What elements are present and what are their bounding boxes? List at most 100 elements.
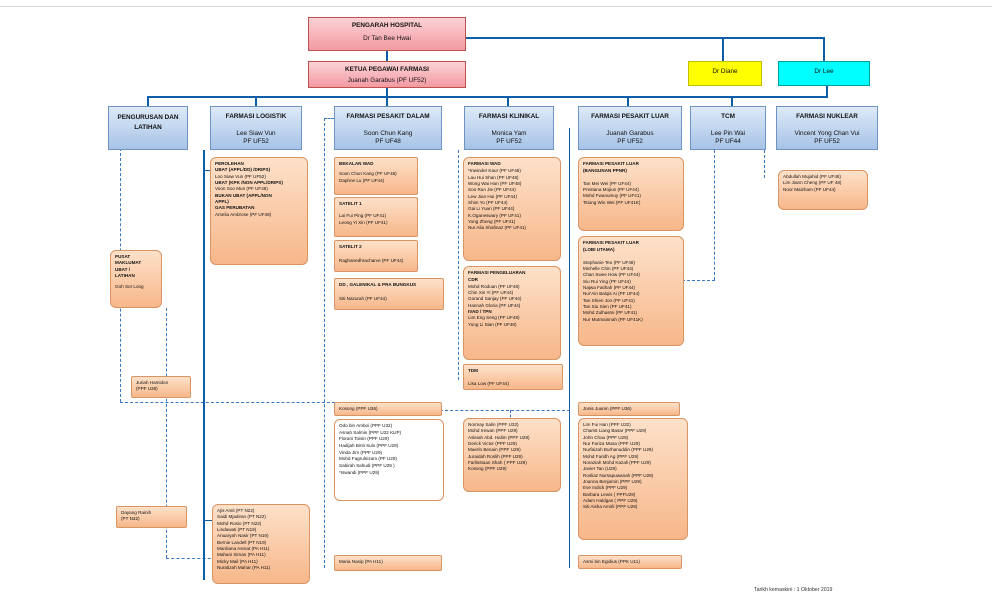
staff-entry: Joanna Benjamin (PPF U29) — [583, 478, 642, 484]
tdm-box: TDM Lisa Low (PF UF44) — [463, 364, 563, 390]
pusat-name: Goh Sor Long — [115, 284, 144, 290]
logistik-line: Loo Siaw Vun (PF UF52) — [215, 173, 266, 179]
dd-galenikal-title: DD , GALENIKAL & PRA BUNGKUS — [339, 282, 417, 287]
staff-entry: Anuaryah Nasir (PT N19) — [217, 533, 269, 539]
dashed-line — [458, 150, 459, 380]
dr-lee-box: Dr Lee — [778, 61, 870, 86]
staff-entry: Mardiana Asmat (PA H11) — [217, 545, 270, 551]
satelit2-line: Raghanedhracharve (PF UF44) — [339, 258, 404, 264]
staff-entry: Ajis Amit (PT N22) — [217, 508, 255, 513]
kosong-dalam-box: Kosong (PPF U36) — [334, 402, 442, 416]
tdm-title: TDM — [468, 368, 478, 373]
satelit1-line: Leong Yi Xin (PF UF41) — [339, 219, 388, 225]
connector-line — [255, 96, 257, 106]
dr-diane-box: Dr Diane — [688, 61, 762, 86]
staff-entry: Yong Zheng (PF UF41) — [468, 218, 516, 224]
farmasi-wad-title: FARMASI WAD — [468, 161, 501, 166]
pengarah-box: PENGARAH HOSPITAL Dr Tan Bee Hwai — [308, 17, 466, 51]
luar-head-name: Juanah Garabus — [606, 130, 654, 137]
staff-entry: Rosliaz Nursapuwanah (PPF U29) — [583, 472, 654, 478]
pengarah-title: PENGARAH HOSPITAL — [351, 22, 423, 29]
bekalan-wad-line: Soon Chun Kang (PF UF48) — [339, 171, 397, 177]
staff-entry: Chan Swee How (PF UF44) — [583, 272, 640, 278]
dr-lee-label: Dr Lee — [814, 68, 834, 75]
maria-box: Maria Nasip (PA H11) — [334, 555, 442, 571]
staff-entry: Siu Rui Ying (PF UF44) — [583, 278, 631, 284]
bangunan-title: FARMASI PESAKIT LUAR — [583, 161, 639, 166]
luar-head-grade: PF UF52 — [617, 138, 643, 145]
staff-entry: Nur Mutmainnah (PF UF41K) — [583, 316, 643, 322]
staff-entry: Nuratizah Mahar (PA H11) — [217, 564, 271, 570]
dr-diane-label: Dr Diane — [712, 68, 738, 75]
staff-entry: Sabirah Sahudi (PPF U29 ) — [339, 462, 395, 468]
connector-line — [386, 37, 824, 39]
staff-entry: Tan Siu Sien (PF UF41) — [583, 303, 632, 309]
staff-entry: Mohd Faridh Ag (PPF U29) — [583, 453, 639, 459]
connector-line — [147, 96, 149, 106]
staff-entry: Abdullah Mujahid (PF UF48) — [783, 174, 841, 179]
dalam-staff-box: Odo bin Amboi (PPF U32)Asnah Salmin (PPF… — [334, 419, 444, 501]
staff-entry: Tsiong Win Wei (PF UF41K) — [583, 199, 641, 205]
dashed-line — [510, 410, 511, 422]
logistik-head-grade: PF UF52 — [243, 138, 269, 145]
bekalan-wad-title: BEKALAN WAD — [339, 161, 374, 166]
klinikal-title: FARMASI KLINIKAL — [478, 113, 540, 120]
klinikal-head-name: Monica Yam — [491, 130, 527, 137]
staff-entry: Wong Wai Han (PF UF48) — [468, 180, 522, 186]
connector-line — [386, 51, 388, 61]
dashed-line — [682, 280, 715, 281]
nuklear-title: FARMASI NUKLEAR — [796, 113, 858, 120]
pusat-line: LATIHAN — [115, 272, 135, 278]
dd-galenikal-box: DD , GALENIKAL & PRA BUNGKUS Siti Nazura… — [334, 278, 444, 310]
jonis-label: Jonis Juanin (PPF U36) — [583, 406, 632, 411]
staff-entry: Mohd Fagrulnizam (PF U29) — [339, 456, 397, 462]
luar-staff-box: Lim Fui Han (PPF U32)Charist Liang Basar… — [578, 418, 688, 540]
staff-entry: Chin Xin Yi (PF UF44) — [468, 289, 514, 295]
tcm-title: TCM — [721, 113, 735, 120]
logistik-line: Amelia Ambrose (PF UF48) — [215, 211, 272, 217]
logistik-line: GAS PERUBATAN — [215, 205, 255, 211]
dd-galenikal-line: Siti Nazurah (PF UF44) — [339, 296, 387, 302]
logistik-head-name: Lee Siaw Vun — [236, 130, 276, 137]
staff-entry: Tan Shien Joo (PF UF41) — [583, 297, 635, 303]
staff-entry: Adam Haldgas ( PPF U29) — [583, 497, 638, 503]
staff-entry: K.Oganeswary (PF UF41) — [468, 212, 521, 218]
logistik-line: APPL) — [215, 198, 229, 204]
ketua-name: Juanah Garabus (PF UF52) — [347, 77, 427, 84]
staff-entry: Saidi Mjadiran (PT N22) — [217, 514, 266, 520]
staff-entry: Asnah Salmin (PPF U32 KUP) — [339, 429, 402, 435]
staff-entry: Siti Aisha Amirli (PPF U29) — [583, 504, 638, 510]
staff-entry: Mohd Zulhasmi (PF UF41) — [583, 310, 638, 316]
ketua-title: KETUA PEGAWAI FARMASI — [345, 66, 429, 73]
staff-entry: Hadijah Binti Sulo (PPF U29) — [339, 442, 399, 448]
logistik-line: PEROLEHAN — [215, 161, 244, 166]
connector-line — [203, 520, 213, 521]
satelit1-title: SATELIT 1 — [339, 201, 362, 206]
staff-entry: Mohd Roduan (PF UF48) — [468, 283, 520, 289]
staff-entry: Hannah Gloria (PF UF44) — [468, 302, 521, 308]
staff-entry: Micky Mail (PA H11) — [217, 558, 258, 564]
connector-line — [722, 37, 724, 61]
connector-line — [147, 96, 828, 98]
staff-entry: Noraziah Mohd Kazali (PPF U29) — [583, 459, 651, 465]
pusat-line: MAKLUMAT — [115, 260, 142, 266]
asmi-label: Asmi bin Egidius (PPK U11) — [583, 559, 640, 564]
staff-entry: Nur'Ain Balqis Ai (PF UF44) — [583, 291, 640, 297]
logistik-title: FARMASI LOGISTIK — [225, 113, 287, 120]
tcm-head-name: Lee Pin Wai — [710, 130, 746, 137]
satelit1-line: Lai Fui Ping (PF UF41) — [339, 213, 386, 219]
staff-entry: Yung Li Sian (PF UF48) — [468, 321, 517, 327]
top-rule — [0, 6, 992, 7]
staff-entry: Derick Victor (PPF U29) — [468, 440, 517, 446]
staff-entry: Kosong (PPF U29) — [468, 466, 507, 472]
staff-entry: Najwa Fatihah (PF UF44) — [583, 284, 636, 290]
lobi-title: FARMASI PESAKIT LUAR — [583, 240, 639, 245]
connector-line — [627, 96, 629, 106]
staff-entry: John Chau (PPF U29) — [583, 434, 629, 440]
staff-entry: Maerlo Benain (PPF U29) — [468, 447, 521, 453]
kosong-dalam-label: Kosong (PPF U36) — [339, 406, 378, 411]
